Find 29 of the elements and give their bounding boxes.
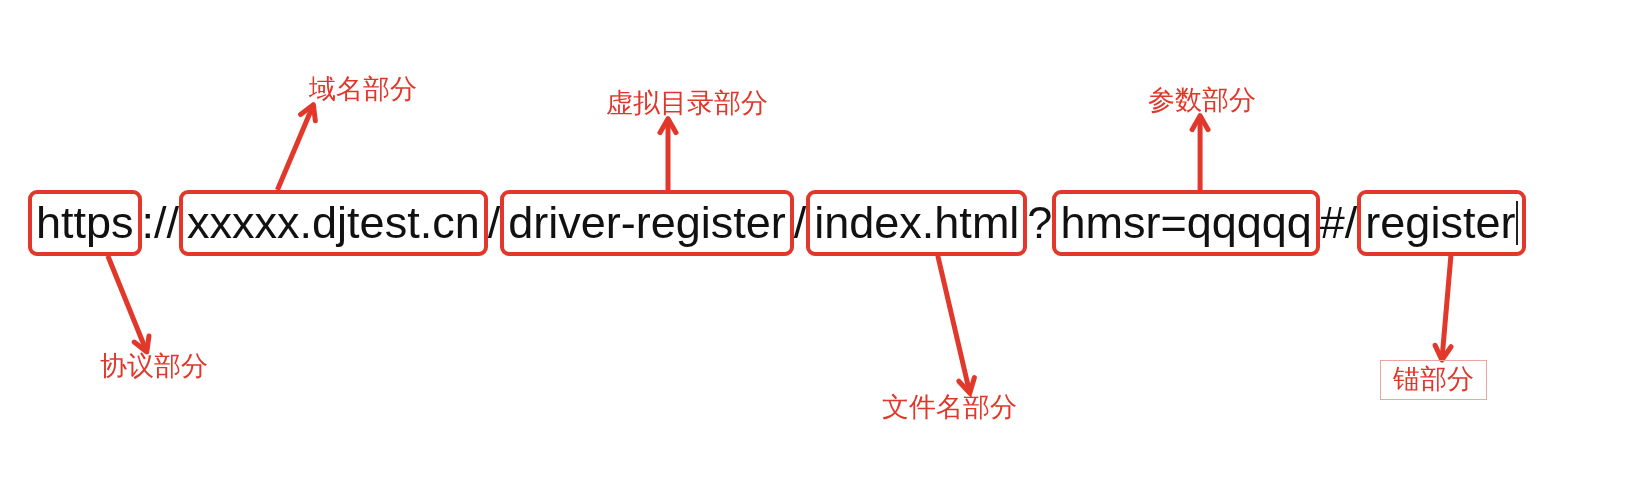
url-text: index.html xyxy=(814,197,1020,249)
url-separator: / xyxy=(793,197,807,249)
url-text: xxxxx.djtest.cn xyxy=(187,197,480,249)
highlight-box xyxy=(806,190,1028,256)
arrow xyxy=(657,116,679,190)
highlight-box xyxy=(1357,190,1527,256)
url-separator: #/ xyxy=(1319,197,1358,249)
arrow xyxy=(275,102,318,191)
url-text: https xyxy=(36,197,134,249)
annotation-label: 参数部分 xyxy=(1148,86,1257,116)
annotation-label: 文件名部分 xyxy=(882,393,1018,423)
url-separator: :// xyxy=(141,197,180,249)
url-text: driver-register xyxy=(508,197,786,249)
arrow xyxy=(935,255,977,396)
arrow xyxy=(1189,113,1211,190)
url-text: hmsr=qqqqq xyxy=(1060,197,1312,249)
annotation-label: 虚拟目录部分 xyxy=(605,89,768,119)
arrow xyxy=(105,254,152,355)
annotation-label: 协议部分 xyxy=(99,352,208,382)
annotation-label: 域名部分 xyxy=(309,75,418,105)
highlight-box xyxy=(28,190,142,256)
arrow xyxy=(1432,255,1454,363)
highlight-box xyxy=(179,190,488,256)
url-text: register xyxy=(1365,197,1516,249)
highlight-box xyxy=(500,190,794,256)
highlight-box xyxy=(1052,190,1320,256)
url-separator: ? xyxy=(1027,197,1053,249)
url-separator: / xyxy=(487,197,501,249)
boxed-label: 锚部分 xyxy=(1380,360,1488,400)
